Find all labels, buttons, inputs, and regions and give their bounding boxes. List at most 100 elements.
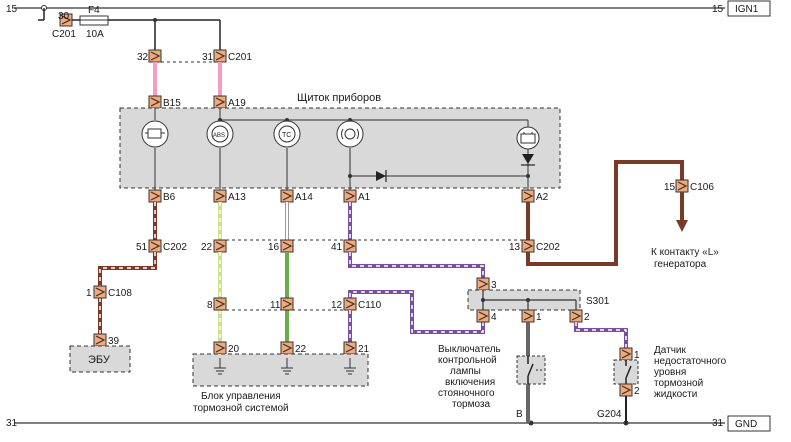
brake-control-module-box xyxy=(192,353,369,387)
svg-text:ABS: ABS xyxy=(213,133,225,139)
abs-lamp-icon: ABS xyxy=(206,120,234,148)
parking-switch-ground-label: B xyxy=(516,409,523,420)
brake-warning-lamp-icon xyxy=(336,120,364,148)
fuse-feed-wires xyxy=(38,8,221,50)
gnd-rail xyxy=(14,415,771,432)
connector-s301-pin2 xyxy=(569,309,583,323)
connector-module-pin21 xyxy=(343,341,357,355)
pin-a2-label: A2 xyxy=(536,192,549,203)
ecu-label: ЭБУ xyxy=(88,354,111,366)
pin-b6-label: B6 xyxy=(163,192,176,203)
c110-pin11-label: 11 xyxy=(270,300,281,311)
c201-pin31-label: 31 xyxy=(202,52,214,63)
connector-a1 xyxy=(343,189,357,203)
connector-a2 xyxy=(521,189,535,203)
fuse-f4 xyxy=(79,15,109,26)
c202-pin51-label: 51 xyxy=(136,242,148,253)
svg-text:TC: TC xyxy=(282,132,291,139)
wire-brown-white-to-ecu xyxy=(98,252,157,334)
c110-pin12-label: 12 xyxy=(331,300,343,311)
c201-connector-label: C201 xyxy=(228,52,252,63)
parking-switch-label-line2: контрольной xyxy=(438,355,497,366)
fuse-rating: 10A xyxy=(86,29,104,40)
module-ground-icons xyxy=(214,358,356,375)
fluid-sensor-pin1-label: 1 xyxy=(634,350,640,361)
connector-c202-pin51 xyxy=(148,239,162,253)
ecu-box xyxy=(69,345,131,373)
pin-b15-label: B15 xyxy=(163,98,181,109)
c108-pin-label: 1 xyxy=(86,288,92,299)
parking-switch-label-line4: включения xyxy=(445,377,495,388)
connector-c202-pin16 xyxy=(280,239,294,253)
generator-label-line2: генератора xyxy=(654,259,707,270)
ground-point-label: G204 xyxy=(597,409,622,420)
module-pin20-label: 20 xyxy=(228,344,240,355)
charge-diode-icon xyxy=(522,154,534,164)
fluid-sensor-switch-icon xyxy=(625,360,632,384)
pin-a19-label: A19 xyxy=(228,98,246,109)
c202-connector-label-right: C202 xyxy=(536,242,560,253)
parking-switch-label-line3: лампы xyxy=(450,366,481,377)
connector-c202-pin22 xyxy=(213,239,227,253)
pin-a1-label: A1 xyxy=(358,192,371,203)
wire-purple-white-to-fluid-sensor xyxy=(574,322,628,348)
fuse-pin-number: 30 xyxy=(58,11,70,22)
c202-pin13-label: 13 xyxy=(509,242,521,253)
arrow-down-icon xyxy=(676,220,688,232)
c202-pin41-label: 41 xyxy=(331,242,343,253)
module-pin21-label: 21 xyxy=(358,344,370,355)
connector-fluid-sensor-pin1 xyxy=(619,347,633,361)
brake-module-label-line1: Блок управления xyxy=(201,391,281,402)
connector-c202-pin41 xyxy=(343,239,357,253)
fluid-sensor-label-line5: жидкости xyxy=(654,389,697,400)
connector-c110-pin11 xyxy=(280,297,294,311)
connector-b15 xyxy=(148,95,162,109)
connector-ecu-pin39 xyxy=(93,333,107,347)
parking-switch-label-line6: тормоза xyxy=(452,399,491,410)
connector-fluid-sensor-pin2 xyxy=(619,383,633,397)
wire-purple-white-s301-to-c110 xyxy=(348,290,485,334)
engine-check-lamp-icon xyxy=(141,120,169,148)
module-pin22-label: 22 xyxy=(295,344,307,355)
c106-pin-label: 15 xyxy=(664,182,676,193)
connector-c108 xyxy=(93,285,107,299)
wire-purple-white-a1-to-s301 xyxy=(348,252,485,278)
ecu-pin-label: 39 xyxy=(108,336,120,347)
fluid-sensor-pin2-label: 2 xyxy=(634,386,640,397)
s301-pin2-label: 2 xyxy=(584,312,590,323)
connector-a13 xyxy=(213,189,227,203)
connector-module-pin20 xyxy=(213,341,227,355)
bottom-rail-left-number: 31 xyxy=(6,418,18,429)
connector-b6 xyxy=(148,189,162,203)
s301-pin4-label: 4 xyxy=(491,312,497,323)
generator-label-line1: К контакту «L» xyxy=(651,247,719,258)
top-rail-left-number: 15 xyxy=(6,4,18,15)
connector-module-pin22 xyxy=(280,341,294,355)
instrument-cluster-box xyxy=(119,107,561,189)
connector-c201-pin32 xyxy=(148,49,162,63)
s301-pin1-label: 1 xyxy=(536,312,542,323)
c201-pin32-label: 32 xyxy=(137,52,149,63)
fuse-name: F4 xyxy=(88,5,100,16)
fuse-connector-label: C201 xyxy=(52,29,76,40)
parking-switch-label-line1: Выключатель xyxy=(438,344,501,355)
fluid-sensor-label-line2: недостаточного xyxy=(654,356,727,367)
brake-module-label-line2: тормозной системой xyxy=(193,403,289,414)
top-rail-right-number: 15 xyxy=(712,4,724,15)
fluid-sensor-label-line3: уровня xyxy=(654,367,686,378)
ign1-label: IGN1 xyxy=(735,4,759,15)
connector-c110-pin12 xyxy=(343,297,357,311)
gnd-label: GND xyxy=(735,419,757,430)
fluid-sensor-label-line4: тормозной xyxy=(654,378,703,389)
c202-pin22-label: 22 xyxy=(201,242,213,253)
battery-charge-lamp-icon xyxy=(516,126,540,150)
connector-s301-pin1 xyxy=(521,309,535,323)
c106-connector-label: C106 xyxy=(690,182,714,193)
parking-switch-label-line5: стояночного xyxy=(438,388,495,399)
connector-a19 xyxy=(213,95,227,109)
connector-c110-pin8 xyxy=(213,297,227,311)
c110-pin8-label: 8 xyxy=(207,300,213,311)
connector-c201-pin31 xyxy=(213,49,227,63)
fluid-sensor-label-line1: Датчик xyxy=(654,345,686,356)
